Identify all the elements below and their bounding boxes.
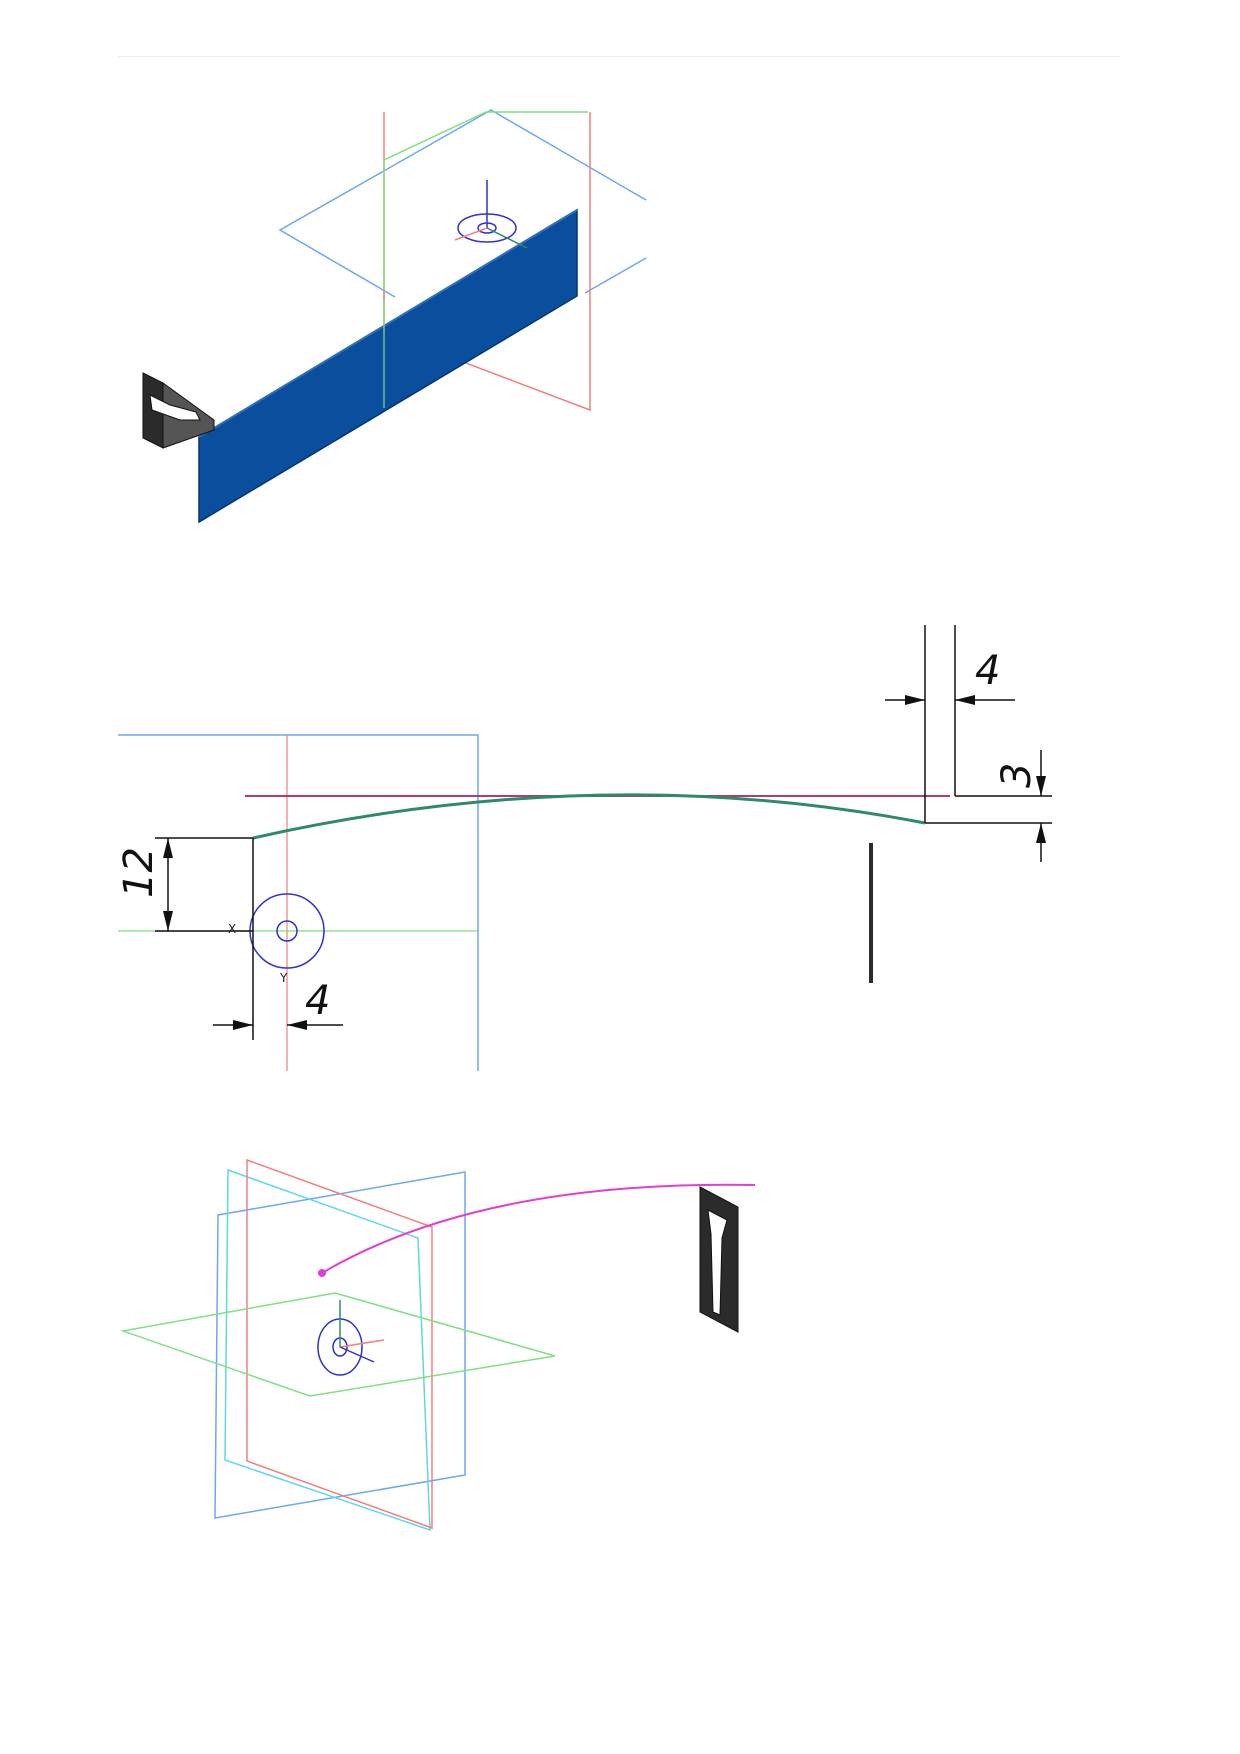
dim-label-top-4: 4: [975, 648, 1000, 694]
dim-label-bottom-4: 4: [305, 978, 330, 1024]
dimension-right-3: 3: [925, 750, 1052, 862]
sheet-metal-strip-icon: [142, 372, 215, 449]
dimension-left-12: 12: [116, 837, 254, 1040]
plane-blue-xy-edge: [584, 257, 647, 294]
figure-sketch-dimensions: X Y 12 4 4: [116, 625, 1052, 1071]
plane-blue-xy: [278, 109, 647, 298]
plane-blue: [214, 1171, 466, 1519]
figure-isometric-strip: [142, 109, 647, 524]
origin-circles: X Y: [228, 893, 325, 985]
clip-side-view: [869, 843, 873, 983]
origin-marker: [454, 180, 528, 249]
sweep-path: [321, 1183, 756, 1274]
dimension-top-4: 4: [885, 625, 1015, 823]
path-start-point: [318, 1269, 326, 1277]
plane-cyan: [224, 1168, 431, 1532]
clip-profile-icon: [699, 1186, 739, 1333]
y-axis-label: Y: [279, 971, 288, 985]
dimension-bottom-4: 4: [213, 978, 343, 1030]
dim-label-3: 3: [994, 763, 1040, 788]
x-axis-label: X: [228, 922, 236, 936]
dim-label-12: 12: [116, 847, 162, 898]
figure-path-planes: [120, 1158, 756, 1532]
plane-green-3: [120, 1292, 556, 1397]
plane-red-3: [246, 1158, 433, 1530]
profile-curve: [252, 793, 926, 840]
sheet-strip-top-face: [198, 208, 578, 524]
sketch-frame-blue: [118, 734, 479, 1071]
origin-marker-3: [317, 1300, 385, 1376]
sheet-strip-edge-light: [198, 209, 578, 438]
header-divider: [118, 56, 1120, 57]
